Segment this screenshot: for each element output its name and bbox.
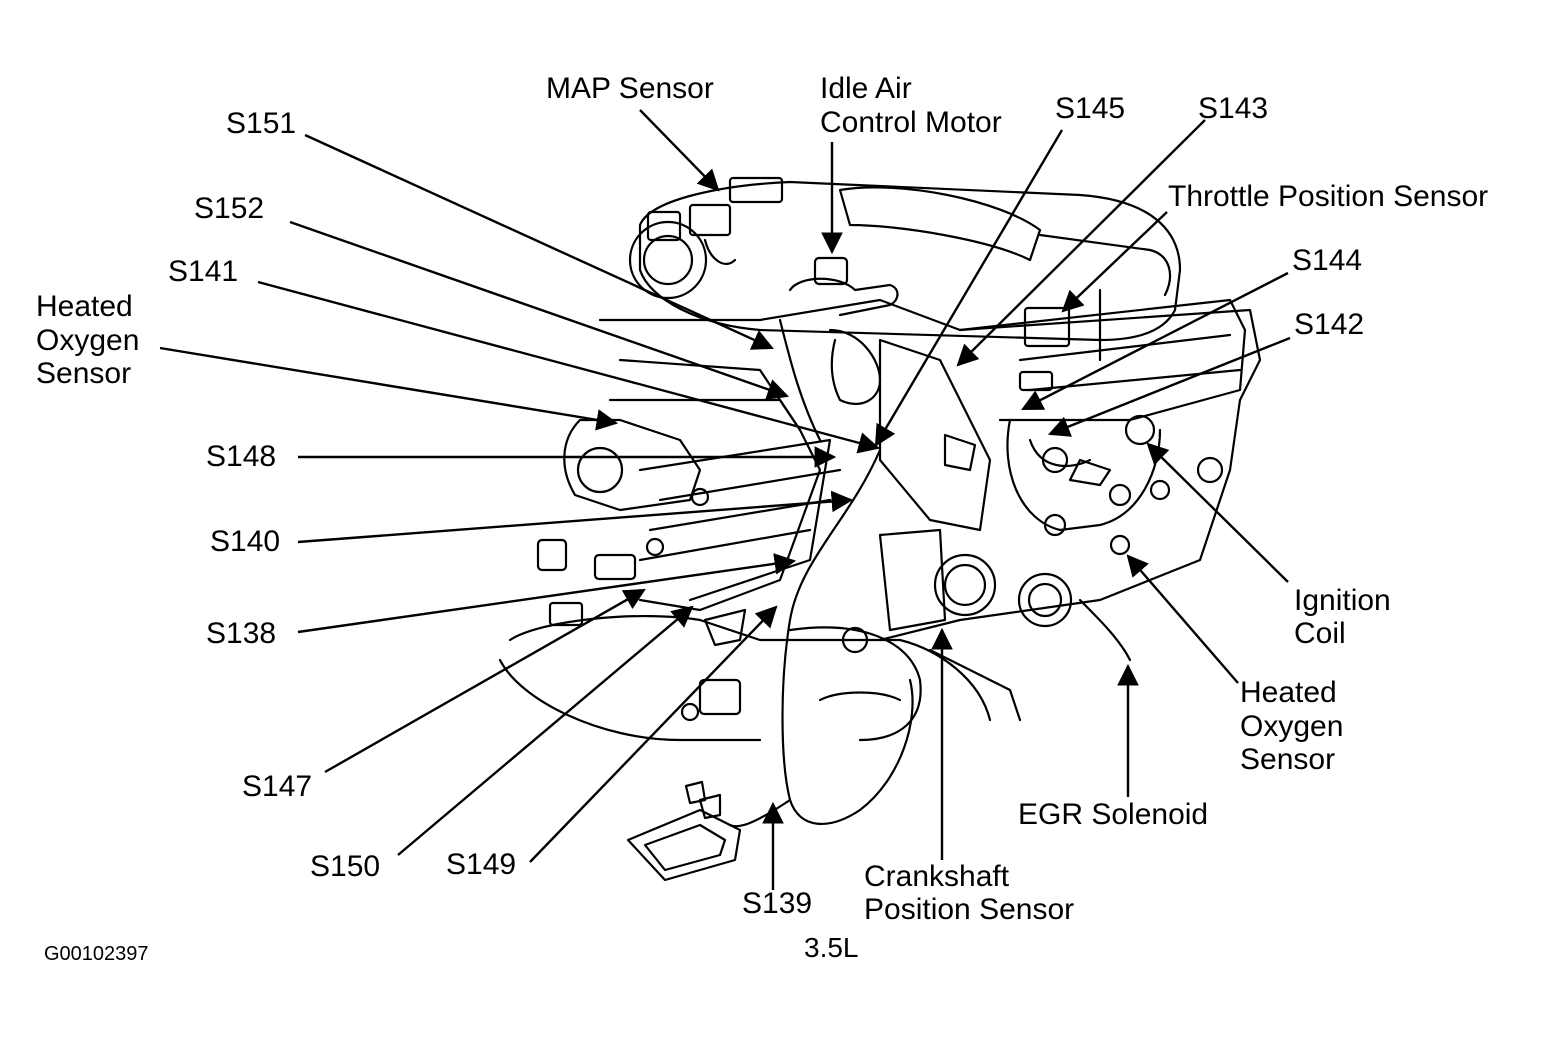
figure-id: G00102397 bbox=[44, 943, 149, 965]
leader-s141 bbox=[257, 280, 881, 454]
label-idle-air-control-motor-line1: Idle Air bbox=[820, 72, 912, 105]
label-s147: S147 bbox=[242, 770, 313, 803]
label-heated-oxygen-sensor-left-line1: Heated bbox=[36, 290, 133, 323]
leader-s143 bbox=[956, 119, 1206, 367]
leader-s138 bbox=[297, 553, 797, 634]
leader-s144 bbox=[1021, 271, 1289, 411]
label-heated-oxygen-sensor-right-line1: Heated bbox=[1240, 676, 1337, 709]
engine-caption: 3.5L bbox=[804, 932, 859, 963]
label-s152: S152 bbox=[194, 192, 265, 225]
label-egr-solenoid: EGR Solenoid bbox=[1018, 798, 1209, 831]
label-heated-oxygen-sensor-right-line3: Sensor bbox=[1240, 743, 1336, 776]
leader-throttle-position-sensor bbox=[1061, 211, 1168, 313]
label-s138: S138 bbox=[206, 617, 277, 650]
leader-s152 bbox=[289, 220, 790, 400]
label-s143: S143 bbox=[1198, 92, 1269, 125]
leader-s145 bbox=[874, 129, 1064, 447]
leader-s147 bbox=[324, 588, 646, 774]
label-s142: S142 bbox=[1294, 308, 1365, 341]
label-s140: S140 bbox=[210, 525, 281, 558]
label-crankshaft-position-sensor-line1: Crankshaft bbox=[864, 860, 1010, 893]
label-s151: S151 bbox=[226, 107, 297, 140]
label-throttle-position-sensor: Throttle Position Sensor bbox=[1168, 180, 1489, 213]
leader-heated-oxygen-sensor-right bbox=[1126, 554, 1239, 684]
leader-ignition-coil bbox=[1146, 442, 1289, 583]
label-crankshaft-position-sensor-line2: Position Sensor bbox=[864, 893, 1075, 926]
label-s141: S141 bbox=[168, 255, 239, 288]
leader-s140 bbox=[297, 490, 854, 544]
label-heated-oxygen-sensor-right-line2: Oxygen bbox=[1240, 710, 1344, 743]
label-s148: S148 bbox=[206, 440, 277, 473]
label-idle-air-control-motor-line2: Control Motor bbox=[820, 106, 1002, 139]
label-ignition-coil-line2: Coil bbox=[1294, 617, 1346, 650]
label-s150: S150 bbox=[310, 850, 381, 883]
leader-heated-oxygen-sensor-left bbox=[159, 346, 619, 431]
leader-lines bbox=[159, 109, 1291, 890]
label-s139: S139 bbox=[742, 887, 813, 920]
label-s145: S145 bbox=[1055, 92, 1126, 125]
label-ignition-coil-line1: Ignition bbox=[1294, 584, 1391, 617]
leader-s142 bbox=[1047, 336, 1291, 437]
leader-s149 bbox=[529, 605, 778, 863]
label-s144: S144 bbox=[1292, 244, 1363, 277]
leader-map-sensor bbox=[639, 109, 720, 192]
label-heated-oxygen-sensor-left-line2: Oxygen bbox=[36, 324, 140, 357]
label-heated-oxygen-sensor-left-line3: Sensor bbox=[36, 357, 132, 390]
label-map-sensor: MAP Sensor bbox=[546, 72, 714, 105]
leader-s151 bbox=[304, 133, 774, 350]
leader-s150 bbox=[397, 605, 694, 856]
label-s149: S149 bbox=[446, 848, 517, 881]
